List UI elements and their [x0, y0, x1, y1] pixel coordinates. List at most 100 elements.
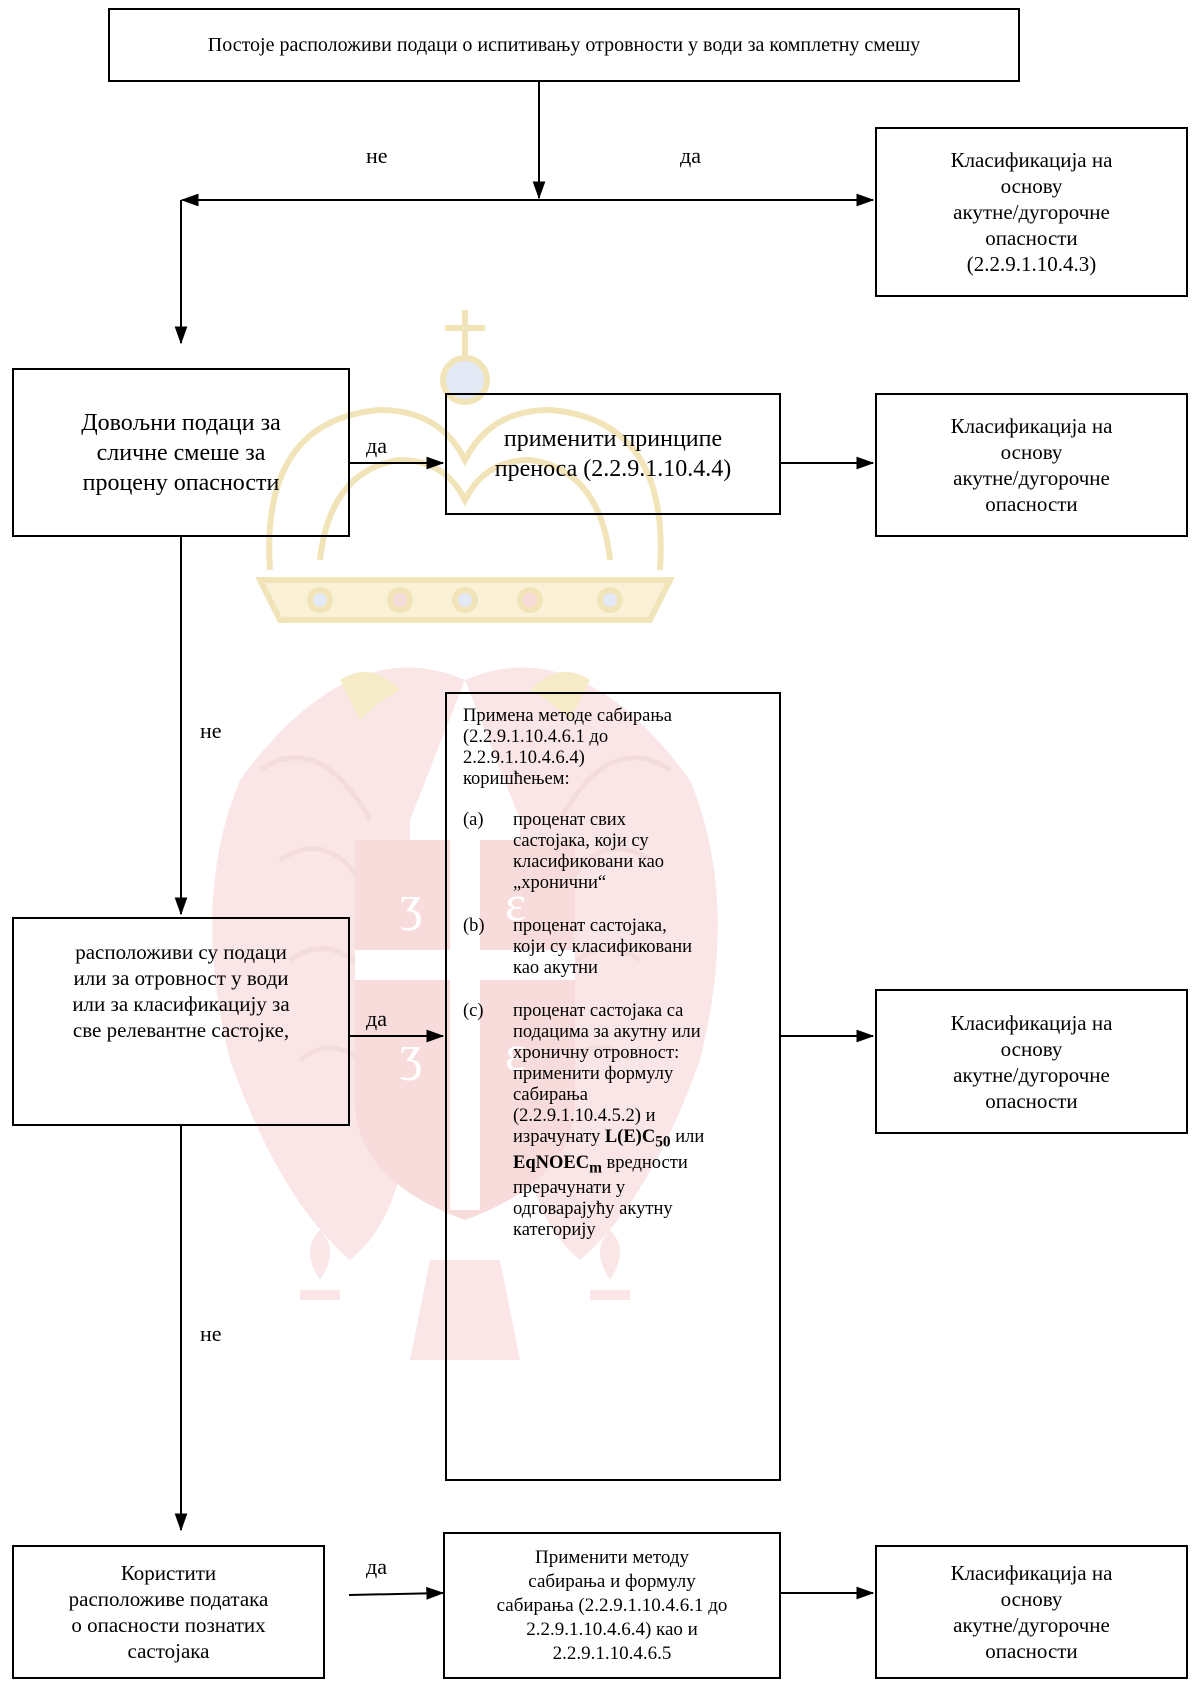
summation-item-b: (b) проценат састојака, који су класифик…	[463, 916, 692, 979]
values-label: вредности	[601, 1152, 688, 1173]
similar-mixtures-line: сличне смеше за	[96, 439, 266, 466]
components-line: или за отровност у води	[73, 966, 289, 990]
box-classification-2: Класификација на основу акутне/дугорочне…	[875, 393, 1188, 537]
classification-2-line: Класификација на	[950, 414, 1113, 438]
item-c-line: EqNOECm вредности	[513, 1153, 704, 1179]
summation-intro-line: Примена методе сабирања	[463, 706, 672, 726]
box-classification-1: Класификација на основу акутне/дугорочне…	[875, 127, 1188, 297]
similar-mixtures-line: процену опасности	[82, 469, 280, 496]
known-line: састојака	[127, 1639, 210, 1663]
classification-3-line: основу	[1000, 1036, 1063, 1061]
item-c-line: проценат састојака са	[513, 1001, 684, 1021]
label-no-3: не	[200, 1321, 222, 1346]
eqnoec-subscript: m	[589, 1159, 602, 1177]
summation-intro-line: 2.2.9.1.10.4.6.4)	[463, 748, 585, 768]
label-yes-summation: да	[366, 1006, 387, 1031]
item-marker: (b)	[463, 916, 485, 936]
item-c-line: сабирања	[513, 1085, 589, 1105]
known-line: расположиве података	[68, 1587, 269, 1611]
item-a-line: „хронични“	[513, 873, 607, 893]
bridging-line: преноса (2.2.9.1.10.4.4)	[494, 456, 732, 482]
arrow-yes-apply	[348, 1586, 445, 1600]
apply-line: Применити методу	[534, 1546, 690, 1568]
box-components-data: расположиви су подаци или за отровност у…	[12, 917, 350, 1126]
item-c-line: израчунату L(E)C50 или	[513, 1127, 704, 1153]
svg-text:ε: ε	[505, 875, 526, 931]
components-line: или за класификацију за	[72, 992, 290, 1016]
classification-3-line: Класификација на	[950, 1010, 1113, 1035]
or-label: или	[670, 1127, 705, 1147]
apply-line: сабирања и формулу	[528, 1570, 696, 1592]
crown-icon	[255, 310, 675, 623]
item-c-line: категорију	[513, 1220, 596, 1241]
box-classification-4: Класификација на основу акутне/дугорочне…	[875, 1545, 1188, 1679]
shield-icon: ʒ ε ʒ ε	[355, 840, 575, 1220]
item-b-line: као акутни	[513, 958, 598, 978]
item-a-line: састојака, који су	[513, 831, 649, 851]
apply-line: сабирања (2.2.9.1.10.4.6.1 до	[496, 1594, 728, 1616]
label-no-top: не	[366, 143, 388, 168]
apply-line: 2.2.9.1.10.4.6.5	[552, 1642, 672, 1664]
label-no-2: не	[200, 718, 222, 743]
classification-3-line: акутне/дугорочне	[953, 1062, 1110, 1087]
fleur-de-lis-icon	[300, 1230, 630, 1360]
summation-intro: Примена методе сабирања (2.2.9.1.10.4.6.…	[463, 706, 672, 790]
box-classification-3: Класификација на основу акутне/дугорочне…	[875, 989, 1188, 1134]
box-complete-mixture-data: Постоје расположиви подаци о испитивању …	[108, 8, 1020, 82]
classification-1-line: основу	[1000, 174, 1063, 198]
box-similar-mixtures: Довољни подаци за сличне смеше за процен…	[12, 368, 350, 537]
item-c-line: прерачунати у	[513, 1178, 626, 1199]
classification-2-line: опасности	[985, 492, 1078, 516]
classification-1-line: акутне/дугорочне	[953, 200, 1110, 224]
classification-3-line: опасности	[985, 1088, 1078, 1113]
eqnoec-label: EqNOEC	[513, 1152, 590, 1173]
label-yes-top: да	[680, 143, 701, 168]
item-c-line: (2.2.9.1.10.4.5.2) и	[513, 1106, 656, 1126]
box-complete-mixture-text: Постоје расположиви подаци о испитивању …	[207, 33, 921, 56]
item-c-computed-label: израчунату	[513, 1127, 601, 1147]
svg-text:ε: ε	[505, 1025, 526, 1081]
components-line: све релевантне састојке,	[72, 1018, 290, 1042]
item-a-line: проценат свих	[513, 810, 626, 830]
known-line: о опасности познатих	[71, 1613, 266, 1637]
box-known-components: Користити расположиве података о опаснос…	[12, 1545, 325, 1679]
classification-2-line: основу	[1000, 440, 1063, 464]
lec50-subscript: 50	[655, 1133, 671, 1151]
classification-4-line: основу	[1000, 1587, 1063, 1611]
label-yes-bridging: да	[366, 433, 387, 458]
classification-1-line: опасности	[985, 226, 1078, 250]
bridging-line: применити принципе	[503, 426, 723, 452]
item-b-line: који су класификовани	[513, 937, 693, 957]
apply-line: 2.2.9.1.10.4.6.4) као и	[526, 1618, 698, 1640]
item-c-line: хроничну отровност:	[513, 1043, 680, 1063]
summation-item-a: (a) проценат свих састојака, који су кла…	[463, 810, 664, 894]
classification-4-line: Класификација на	[950, 1561, 1113, 1585]
item-c-line: подацима за акутну или	[513, 1022, 701, 1042]
box-bridging-principles: применити принципе преноса (2.2.9.1.10.4…	[445, 393, 781, 515]
item-marker: (c)	[463, 1001, 484, 1021]
classification-4-line: акутне/дугорочне	[953, 1613, 1110, 1637]
known-line: Користити	[120, 1561, 217, 1585]
box-apply-summation: Применити методу сабирања и формулу саби…	[443, 1532, 781, 1679]
classification-4-line: опасности	[985, 1639, 1078, 1663]
classification-2-line: акутне/дугорочне	[953, 466, 1110, 490]
coat-of-arms-watermark: ʒ ε ʒ ε	[212, 310, 718, 1360]
svg-text:ʒ: ʒ	[400, 875, 422, 931]
summation-intro-line: (2.2.9.1.10.4.6.1 до	[463, 727, 609, 747]
classification-1-line: Класификација на	[950, 148, 1113, 172]
svg-text:ʒ: ʒ	[400, 1025, 422, 1081]
components-line: расположиви су подаци	[75, 940, 287, 964]
item-c-line: одговарајућу акутну	[513, 1199, 673, 1220]
label-yes-apply: да	[366, 1554, 387, 1579]
box-summation-method: Примена методе сабирања (2.2.9.1.10.4.6.…	[445, 692, 781, 1481]
classification-1-line: (2.2.9.1.10.4.3)	[966, 252, 1097, 276]
lec50-label: L(E)C	[604, 1127, 656, 1147]
summation-intro-line: коришћењем:	[463, 769, 570, 789]
summation-item-c: (c) проценат састојака са подацима за ак…	[463, 1001, 704, 1241]
similar-mixtures-line: Довољни подаци за	[81, 409, 281, 436]
item-b-line: проценат састојака,	[513, 916, 667, 936]
item-marker: (a)	[463, 810, 484, 830]
item-c-line: применити формулу	[513, 1064, 674, 1084]
item-a-line: класификовани као	[513, 852, 665, 872]
